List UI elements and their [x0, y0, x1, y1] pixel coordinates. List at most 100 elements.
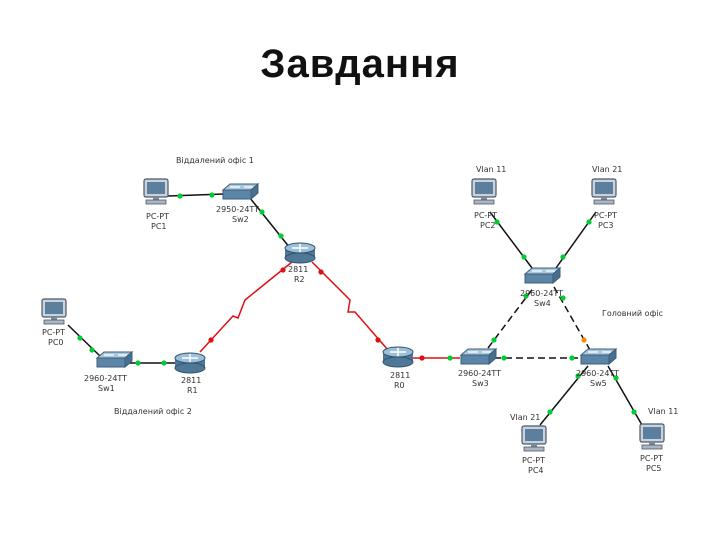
pc-icon: [639, 423, 665, 450]
device-name: PC4: [528, 466, 544, 475]
pc4-device[interactable]: PC-PT PC4: [521, 425, 547, 475]
router-icon: [382, 346, 414, 368]
pc-icon: [41, 298, 67, 325]
vlan-label: Vlan 11: [476, 165, 506, 174]
port-dot: [501, 355, 507, 361]
port-dot: [569, 355, 575, 361]
r2-device[interactable]: 2811 R2: [284, 242, 316, 284]
port-dot: [491, 337, 497, 343]
port-dot: [631, 409, 637, 415]
port-dot: [77, 335, 83, 341]
remote-office-1-label: Віддалений офіс 1: [176, 156, 254, 165]
device-model: 2950-24TT: [216, 205, 259, 214]
switch-icon: [460, 348, 497, 365]
device-name: PC5: [646, 464, 662, 473]
pc-icon: [471, 178, 497, 205]
device-model: 2960-24TT: [458, 369, 501, 378]
port-status-dots: [77, 192, 637, 415]
device-name: Sw2: [232, 215, 249, 224]
device-name: R0: [394, 381, 405, 390]
device-model: PC-PT: [146, 212, 169, 221]
sw3-device[interactable]: 2960-24TT Sw3: [458, 348, 501, 388]
port-dot: [375, 337, 381, 343]
pc1-device[interactable]: PC-PT PC1: [143, 178, 169, 231]
device-name: Sw3: [472, 379, 489, 388]
sw4-device[interactable]: 2960-24TT Sw4: [520, 267, 563, 308]
port-dot: [259, 209, 265, 215]
device-model: 2960-24TT: [84, 374, 127, 383]
port-dot: [523, 293, 529, 299]
pc-icon: [143, 178, 169, 205]
switch-icon: [580, 348, 617, 365]
device-model: 2811: [390, 371, 410, 380]
port-dot: [318, 269, 324, 275]
pc2-device[interactable]: PC-PT PC2: [471, 178, 497, 230]
router-icon: [284, 242, 316, 264]
link-sw3-sw4: [487, 286, 535, 349]
device-name: PC2: [480, 221, 496, 230]
port-dot: [521, 254, 527, 260]
pc3-device[interactable]: PC-PT PC3: [591, 178, 617, 230]
device-model: 2960-24TT: [520, 289, 563, 298]
sw1-device[interactable]: 2960-24TT Sw1: [84, 351, 133, 393]
port-dot: [494, 219, 500, 225]
router-icon: [174, 352, 206, 374]
device-name: PC0: [48, 338, 64, 347]
vlan-label: Vlan 21: [592, 165, 622, 174]
port-dot: [208, 337, 214, 343]
device-model: 2811: [181, 376, 201, 385]
port-dot: [575, 373, 581, 379]
pc-icon: [521, 425, 547, 452]
port-dot: [586, 219, 592, 225]
link-pc1-sw2: [167, 193, 225, 197]
port-dot: [447, 355, 453, 361]
vlan-label: Vlan 21: [510, 413, 540, 422]
device-model: 2960-24TT: [576, 369, 619, 378]
link-sw2-r2: [249, 197, 291, 249]
switch-icon: [222, 183, 259, 200]
device-name: PC3: [598, 221, 614, 230]
pc0-device[interactable]: PC-PT PC0: [41, 298, 67, 347]
switch-icon: [96, 351, 133, 368]
sw2-device[interactable]: 2950-24TT Sw2: [216, 183, 259, 224]
pc-icon: [591, 178, 617, 205]
port-dot: [161, 360, 167, 366]
port-dot: [560, 254, 566, 260]
device-name: Sw4: [534, 299, 551, 308]
port-dot: [278, 233, 284, 239]
device-name: Sw5: [590, 379, 607, 388]
device-name: R1: [187, 386, 198, 395]
head-office-label: Головний офіс: [602, 309, 663, 318]
port-dot: [177, 193, 183, 199]
device-model: PC-PT: [640, 454, 663, 463]
device-name: Sw1: [98, 384, 115, 393]
port-dot: [547, 409, 553, 415]
device-model: PC-PT: [42, 328, 65, 337]
vlan-label: Vlan 11: [648, 407, 678, 416]
port-dot: [581, 337, 587, 343]
slide-title: Завдання: [260, 42, 460, 86]
device-model: PC-PT: [522, 456, 545, 465]
r1-device[interactable]: 2811 R1: [174, 352, 206, 395]
pc5-device[interactable]: PC-PT PC5: [639, 423, 665, 473]
remote-office-2-label: Віддалений офіс 2: [114, 407, 192, 416]
device-model: 2811: [288, 265, 308, 274]
port-dot: [560, 295, 566, 301]
device-name: PC1: [151, 222, 167, 231]
port-dot: [280, 267, 286, 273]
port-dot: [135, 360, 141, 366]
link-pc0-sw1: [67, 324, 101, 357]
device-model: PC-PT: [474, 211, 497, 220]
port-dot: [89, 347, 95, 353]
port-dot: [209, 192, 215, 198]
link-sw5-pc5: [607, 365, 643, 426]
serial-link-r2-r1: [199, 261, 293, 353]
port-dot: [613, 375, 619, 381]
device-model: PC-PT: [594, 211, 617, 220]
switch-icon: [524, 267, 561, 284]
sw5-device[interactable]: 2960-24TT Sw5: [576, 348, 619, 388]
port-dot: [419, 355, 425, 361]
serial-link-r2-r0: [311, 261, 389, 351]
r0-device[interactable]: 2811 R0: [382, 346, 414, 390]
